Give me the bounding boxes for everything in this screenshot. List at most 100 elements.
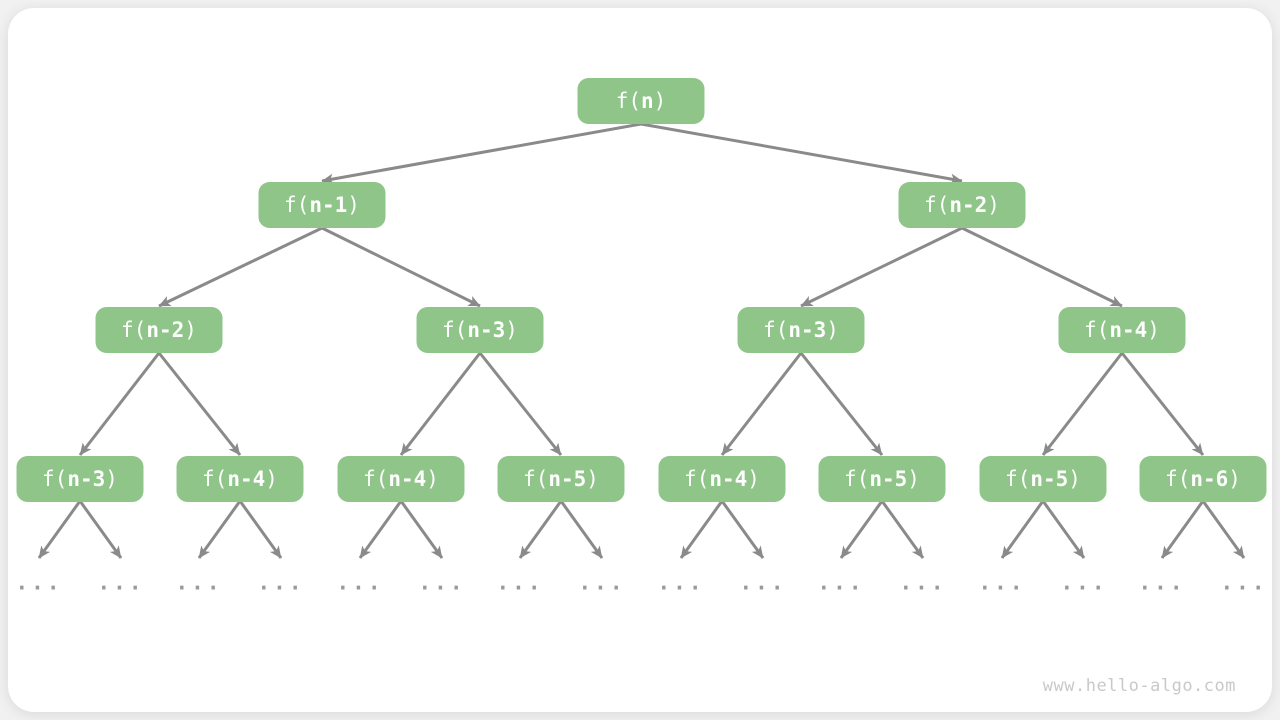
tree-edge — [158, 226, 323, 308]
tree-node: f(n-4) — [337, 456, 465, 502]
tree-edge — [679, 500, 724, 559]
tree-edge — [157, 352, 242, 456]
node-label-arg: n-2 — [146, 317, 185, 342]
tree-edge — [1041, 352, 1124, 456]
tree-node: f(n-1) — [258, 182, 386, 228]
node-label-pre: f( — [763, 317, 789, 342]
node-label-pre: f( — [1165, 466, 1191, 491]
leaf-ellipsis: ... — [336, 570, 384, 595]
node-label-post: ) — [653, 88, 667, 113]
node-label-pre: f( — [523, 466, 549, 491]
tree-node: f(n-4) — [658, 456, 786, 502]
node-label-arg: n-4 — [709, 466, 748, 491]
node-label-arg: n-5 — [869, 466, 908, 491]
tree-edge — [321, 226, 481, 308]
tree-edge — [880, 500, 925, 559]
tree-edge — [720, 352, 803, 456]
tree-node: f(n-5) — [979, 456, 1107, 502]
tree-edge — [839, 500, 884, 559]
node-label-post: ) — [1228, 466, 1241, 491]
node-label-post: ) — [505, 317, 518, 342]
node-label-post: ) — [105, 466, 118, 491]
leaf-ellipsis: ... — [739, 570, 787, 595]
node-label-pre: f( — [684, 466, 710, 491]
tree-node: f(n-5) — [818, 456, 946, 502]
tree-edge — [197, 500, 242, 559]
tree-edge — [518, 500, 563, 559]
tree-node: f(n-2) — [95, 307, 223, 353]
leaf-ellipsis: ... — [496, 570, 544, 595]
tree-edge — [321, 122, 642, 185]
node-label-post: ) — [907, 466, 920, 491]
node-label-arg: n-1 — [309, 192, 348, 217]
tree-edge — [559, 500, 604, 559]
node-label-arg: n-4 — [1109, 317, 1148, 342]
node-label-arg: n-3 — [788, 317, 827, 342]
node-label-arg: n-3 — [67, 466, 106, 491]
node-label-post: ) — [1147, 317, 1160, 342]
node-label-arg: n — [640, 88, 654, 113]
node-label-post: ) — [747, 466, 760, 491]
node-label-pre: f( — [1084, 317, 1110, 342]
tree-edge — [1041, 500, 1086, 559]
tree-edge — [78, 500, 123, 559]
diagram-card: f(n)f(n-1)f(n-2)f(n-2)f(n-3)f(n-3)f(n-4)… — [8, 8, 1272, 712]
leaf-ellipsis: ... — [817, 570, 865, 595]
recursion-tree-diagram: f(n)f(n-1)f(n-2)f(n-2)f(n-3)f(n-3)f(n-4)… — [8, 8, 1272, 712]
node-label-arg: n-5 — [1030, 466, 1069, 491]
node-label-post: ) — [1068, 466, 1081, 491]
node-label-pre: f( — [924, 192, 950, 217]
tree-edge — [800, 226, 963, 308]
node-label-pre: f( — [284, 192, 310, 217]
tree-node: f(n-4) — [176, 456, 304, 502]
tree-edge — [961, 226, 1123, 308]
tree-node: f(n-5) — [497, 456, 625, 502]
tree-node: f(n-3) — [16, 456, 144, 502]
tree-node: f(n-2) — [898, 182, 1026, 228]
node-label-pre: f( — [42, 466, 68, 491]
tree-edge — [37, 500, 82, 559]
tree-edge — [1201, 500, 1246, 559]
leaf-ellipsis: ... — [1220, 570, 1268, 595]
leaf-ellipsis: ... — [257, 570, 305, 595]
leaf-ellipsis: ... — [1138, 570, 1186, 595]
tree-edge — [1160, 500, 1205, 559]
node-label-pre: f( — [1005, 466, 1031, 491]
leaf-ellipsis: ... — [418, 570, 466, 595]
node-label-arg: n-4 — [388, 466, 427, 491]
node-label-post: ) — [586, 466, 599, 491]
node-label-post: ) — [265, 466, 278, 491]
node-label-arg: n-5 — [548, 466, 587, 491]
leaf-ellipsis: ... — [578, 570, 626, 595]
tree-node: f(n-4) — [1058, 307, 1186, 353]
tree-node: f(n-6) — [1139, 456, 1267, 502]
node-label-post: ) — [826, 317, 839, 342]
node-label-arg: n-4 — [227, 466, 266, 491]
tree-edge — [238, 500, 283, 559]
node-label-pre: f( — [442, 317, 468, 342]
leaf-ellipsis: ... — [97, 570, 145, 595]
leaf-ellipsis: ... — [1060, 570, 1108, 595]
tree-edge — [1120, 352, 1205, 456]
node-label-pre: f( — [844, 466, 870, 491]
node-label-post: ) — [184, 317, 197, 342]
tree-edge — [358, 500, 403, 559]
node-label-pre: f( — [615, 88, 641, 113]
tree-node: f(n-3) — [416, 307, 544, 353]
node-label-arg: n-3 — [467, 317, 506, 342]
node-label-post: ) — [987, 192, 1000, 217]
node-label-post: ) — [347, 192, 360, 217]
leaf-ellipsis: ... — [175, 570, 223, 595]
leaf-ellipsis: ... — [15, 570, 63, 595]
node-label-arg: n-2 — [949, 192, 988, 217]
tree-edge — [1000, 500, 1045, 559]
tree-edge — [478, 352, 563, 456]
tree-edge — [640, 122, 963, 185]
node-label-arg: n-6 — [1190, 466, 1229, 491]
tree-edge — [720, 500, 765, 559]
leaf-ellipsis: ... — [657, 570, 705, 595]
tree-edge — [399, 500, 444, 559]
tree-node: f(n) — [577, 78, 705, 124]
tree-edges — [37, 122, 1246, 559]
node-label-pre: f( — [363, 466, 389, 491]
